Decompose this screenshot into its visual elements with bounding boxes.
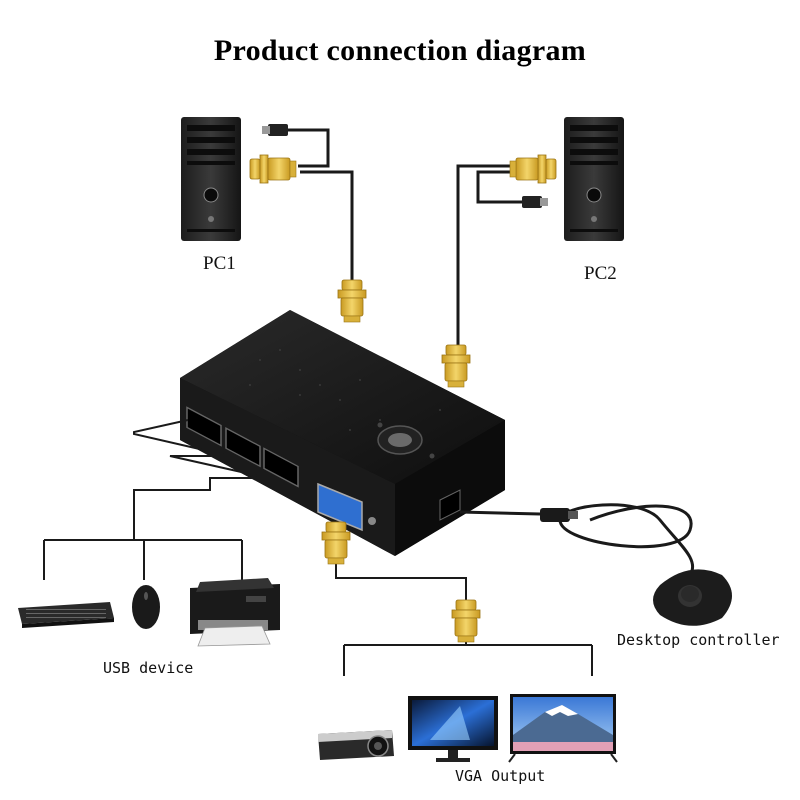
port-screw bbox=[368, 517, 376, 525]
desktop-controller-label: Desktop controller bbox=[617, 631, 780, 649]
vga-output-label: VGA Output bbox=[455, 767, 546, 785]
tv-icon bbox=[508, 694, 618, 763]
monitor-icon bbox=[408, 696, 498, 762]
led-indicator-1 bbox=[377, 422, 383, 428]
mini-usb-port bbox=[439, 489, 461, 521]
diagram-title: Product connection diagram bbox=[213, 34, 587, 67]
usb-port-3 bbox=[263, 447, 299, 488]
vga-port bbox=[317, 482, 363, 532]
vga-output-cable bbox=[335, 560, 593, 676]
pc1-tower-icon bbox=[180, 116, 242, 242]
box-vga-output-connector-icon bbox=[321, 521, 351, 565]
pc2-vga-connector-icon bbox=[509, 154, 557, 184]
desktop-controller-icon bbox=[653, 569, 732, 626]
switch-button-icon bbox=[377, 425, 423, 455]
desktop-controller-usb-plug-icon bbox=[540, 508, 578, 522]
vga-output-connector-icon bbox=[451, 599, 481, 643]
pc2-cable bbox=[456, 164, 522, 345]
pc1-cable bbox=[288, 128, 354, 280]
pc1-usb-plug-icon bbox=[262, 124, 288, 136]
pc1-label: PC1 bbox=[203, 253, 236, 274]
pc2-usb-plug-icon bbox=[522, 196, 548, 208]
projector-icon bbox=[318, 730, 394, 760]
keyboard-icon bbox=[18, 602, 114, 628]
led-indicator-2 bbox=[429, 453, 435, 459]
pc2-tower-icon bbox=[563, 116, 625, 242]
desktop-controller-cable bbox=[459, 503, 695, 576]
pc2-label: PC2 bbox=[584, 263, 617, 284]
usb-device-label: USB device bbox=[103, 659, 194, 677]
pc2-box-vga-connector-icon bbox=[441, 344, 471, 388]
printer-icon bbox=[190, 578, 280, 647]
usb-device-wiring bbox=[43, 419, 269, 580]
usb-port-1 bbox=[186, 406, 222, 447]
pc1-vga-connector-icon bbox=[249, 154, 297, 184]
mouse-icon bbox=[132, 585, 160, 629]
usb-port-2 bbox=[225, 427, 261, 468]
pc1-box-vga-connector-icon bbox=[337, 279, 367, 323]
